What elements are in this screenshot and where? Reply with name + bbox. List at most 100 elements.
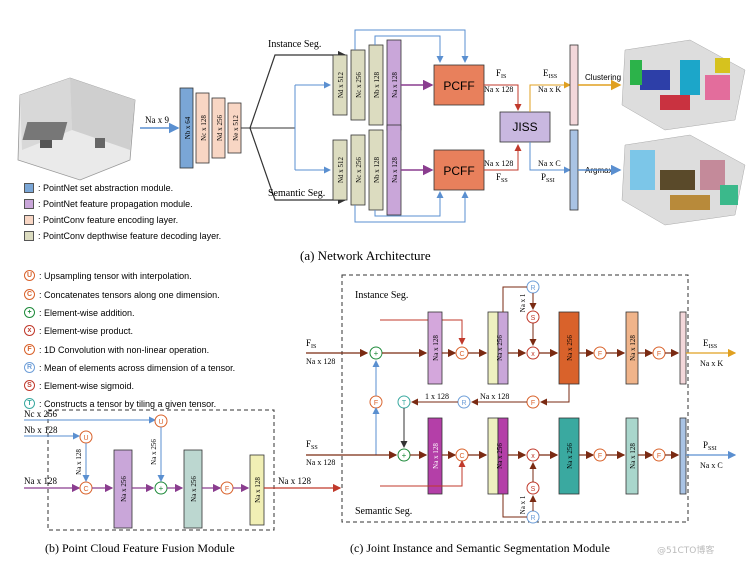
pcff-out: Na x 128 <box>278 476 311 486</box>
pcff-block-2 <box>183 449 203 529</box>
clustering-label: Clustering <box>585 73 621 82</box>
svg-text:S: S <box>531 486 536 493</box>
op-add-icon: + <box>24 307 35 318</box>
encoder-label-2: Nc x 128 <box>200 115 208 141</box>
net-f-ss: FSS <box>496 172 508 184</box>
jiss-bot-block-3-label: Na x 256 <box>566 443 574 469</box>
op-concat: C: Concatenates tensors along one dimens… <box>24 289 220 300</box>
op-add-label: : Element-wise addition. <box>39 307 135 318</box>
legend-label-sa: : PointNet set abstraction module. <box>38 183 174 193</box>
jiss-bot-block-1 <box>427 417 443 495</box>
top-decoder-block-2 <box>350 49 366 121</box>
bot-decoder-label-1: Nd x 512 <box>337 156 345 183</box>
op-sigmoid: S : Element-wise sigmoid. <box>24 380 134 391</box>
jiss-box <box>499 111 551 143</box>
svg-text:R: R <box>530 285 535 292</box>
op-add: + : Element-wise addition. <box>24 307 135 318</box>
bot-decoder-label-3: Nb x 128 <box>373 156 381 183</box>
svg-text:C: C <box>459 453 464 460</box>
svg-text:x: x <box>531 351 535 358</box>
op-mul: x: Element-wise product. <box>24 325 133 336</box>
jiss-top-block-4 <box>625 311 639 385</box>
jiss-bot-block-2-label: Na x 256 <box>496 443 504 469</box>
op-tile-label: : Constructs a tensor by tiling a given … <box>39 398 217 409</box>
op-conv: F: 1D Convolution with non-linear operat… <box>24 344 209 355</box>
svg-text:F: F <box>657 453 661 460</box>
instance-branch-label: Instance Seg. <box>268 39 321 50</box>
legend-item-sa: : PointNet set abstraction module. <box>24 183 173 193</box>
pcff-in-nb: Nb x 128 <box>24 425 58 435</box>
pcff-block-1-label: Na x 256 <box>120 476 128 502</box>
semantic-output-cloud <box>621 134 746 226</box>
encoder-block-1 <box>179 87 194 169</box>
pcff-top-box <box>433 64 485 106</box>
jiss-bot-block-4 <box>625 417 639 495</box>
legend-label-dec: : PointConv depthwise feature decoding l… <box>38 231 222 241</box>
svg-text:F: F <box>598 453 602 460</box>
bot-decoder-label-2: Nc x 256 <box>355 157 363 183</box>
pcff-module-frame <box>47 409 275 531</box>
top-decoder-label-3: Nb x 128 <box>373 71 381 98</box>
svg-text:U: U <box>83 435 88 442</box>
bot-decoder-label-4: Na x 128 <box>391 157 399 183</box>
jiss-bot-block-1-label: Na x 128 <box>432 443 440 469</box>
pcff-bottom-label: PCFF <box>443 164 474 178</box>
net-f-is: FIS <box>496 68 506 80</box>
top-decoder-label-1: Nd x 512 <box>337 71 345 98</box>
svg-text:T: T <box>402 400 407 407</box>
input-dim-label: Na x 9 <box>145 115 169 125</box>
svg-text:F: F <box>598 351 602 358</box>
semantic-branch-line <box>249 127 347 205</box>
op-conv-icon: F <box>24 344 35 355</box>
net-p-ssi: PSSI <box>541 172 555 184</box>
op-concat-icon: C <box>24 289 35 300</box>
legend-swatch-sa <box>24 183 34 193</box>
instance-output-cloud <box>621 39 746 131</box>
pcff-side-nc: Na x 256 <box>150 439 158 465</box>
jiss-top-block-3-label: Na x 256 <box>566 335 574 361</box>
instance-out-block <box>569 44 579 126</box>
encoder-label-1: Nb x 64 <box>184 116 192 139</box>
caption-c: (c) Joint Instance and Semantic Segmenta… <box>350 541 610 555</box>
op-upsample-label: : Upsampling tensor with interpolation. <box>39 270 192 281</box>
svg-text:F: F <box>531 400 535 407</box>
svg-text:R: R <box>530 515 535 522</box>
op-mul-icon: x <box>24 325 35 336</box>
op-sigmoid-label: : Element-wise sigmoid. <box>39 380 135 391</box>
jiss-top-block-1 <box>427 311 443 385</box>
op-sigmoid-icon: S <box>24 380 35 391</box>
jiss-semantic-label: Semantic Seg. <box>355 506 412 517</box>
jiss-f-ss-dim: Na x 128 <box>306 458 335 467</box>
jiss-module-frame <box>341 274 689 523</box>
jiss-f-is: FIS <box>306 338 316 350</box>
jiss-top-na-x-1: Na x 1 <box>519 293 527 312</box>
svg-text:F: F <box>225 486 229 493</box>
jiss-top-out-block <box>679 311 687 385</box>
jiss-label: JISS <box>512 120 537 134</box>
jiss-bot-block-4-label: Na x 128 <box>629 443 637 469</box>
svg-text:+: + <box>374 349 379 358</box>
net-e-iss: EISS <box>543 68 557 80</box>
encoder-label-4: Ne x 512 <box>232 115 240 141</box>
jiss-p-ssi: PSSI <box>703 440 717 452</box>
pcff-block-2-label: Na x 256 <box>190 476 198 502</box>
op-tile: T: Constructs a tensor by tiling a given… <box>24 398 216 409</box>
legend-swatch-enc <box>24 215 34 225</box>
encoder-label-3: Nd x 256 <box>216 114 224 141</box>
op-upsample-icon: U <box>24 270 35 281</box>
jiss-mid-left: 1 x 128 <box>425 392 449 401</box>
pcff-bottom-box <box>433 149 485 191</box>
op-upsample: U : Upsampling tensor with interpolation. <box>24 270 192 281</box>
pcff-block-3 <box>249 454 265 526</box>
svg-text:+: + <box>159 484 164 493</box>
svg-text:C: C <box>459 351 464 358</box>
op-mean-icon: R <box>24 362 35 373</box>
pcff-top-label: PCFF <box>443 79 474 93</box>
pcff-side-na: Na x 128 <box>75 449 83 475</box>
op-mean: R : Mean of elements across dimension of … <box>24 362 235 373</box>
caption-b: (b) Point Cloud Feature Fusion Module <box>45 541 235 555</box>
legend-label-fp: : PointNet feature propagation module. <box>38 199 193 209</box>
op-mean-label: : Mean of elements across dimension of a… <box>39 362 236 373</box>
pcff-in-nc: Nc x 256 <box>24 409 57 419</box>
